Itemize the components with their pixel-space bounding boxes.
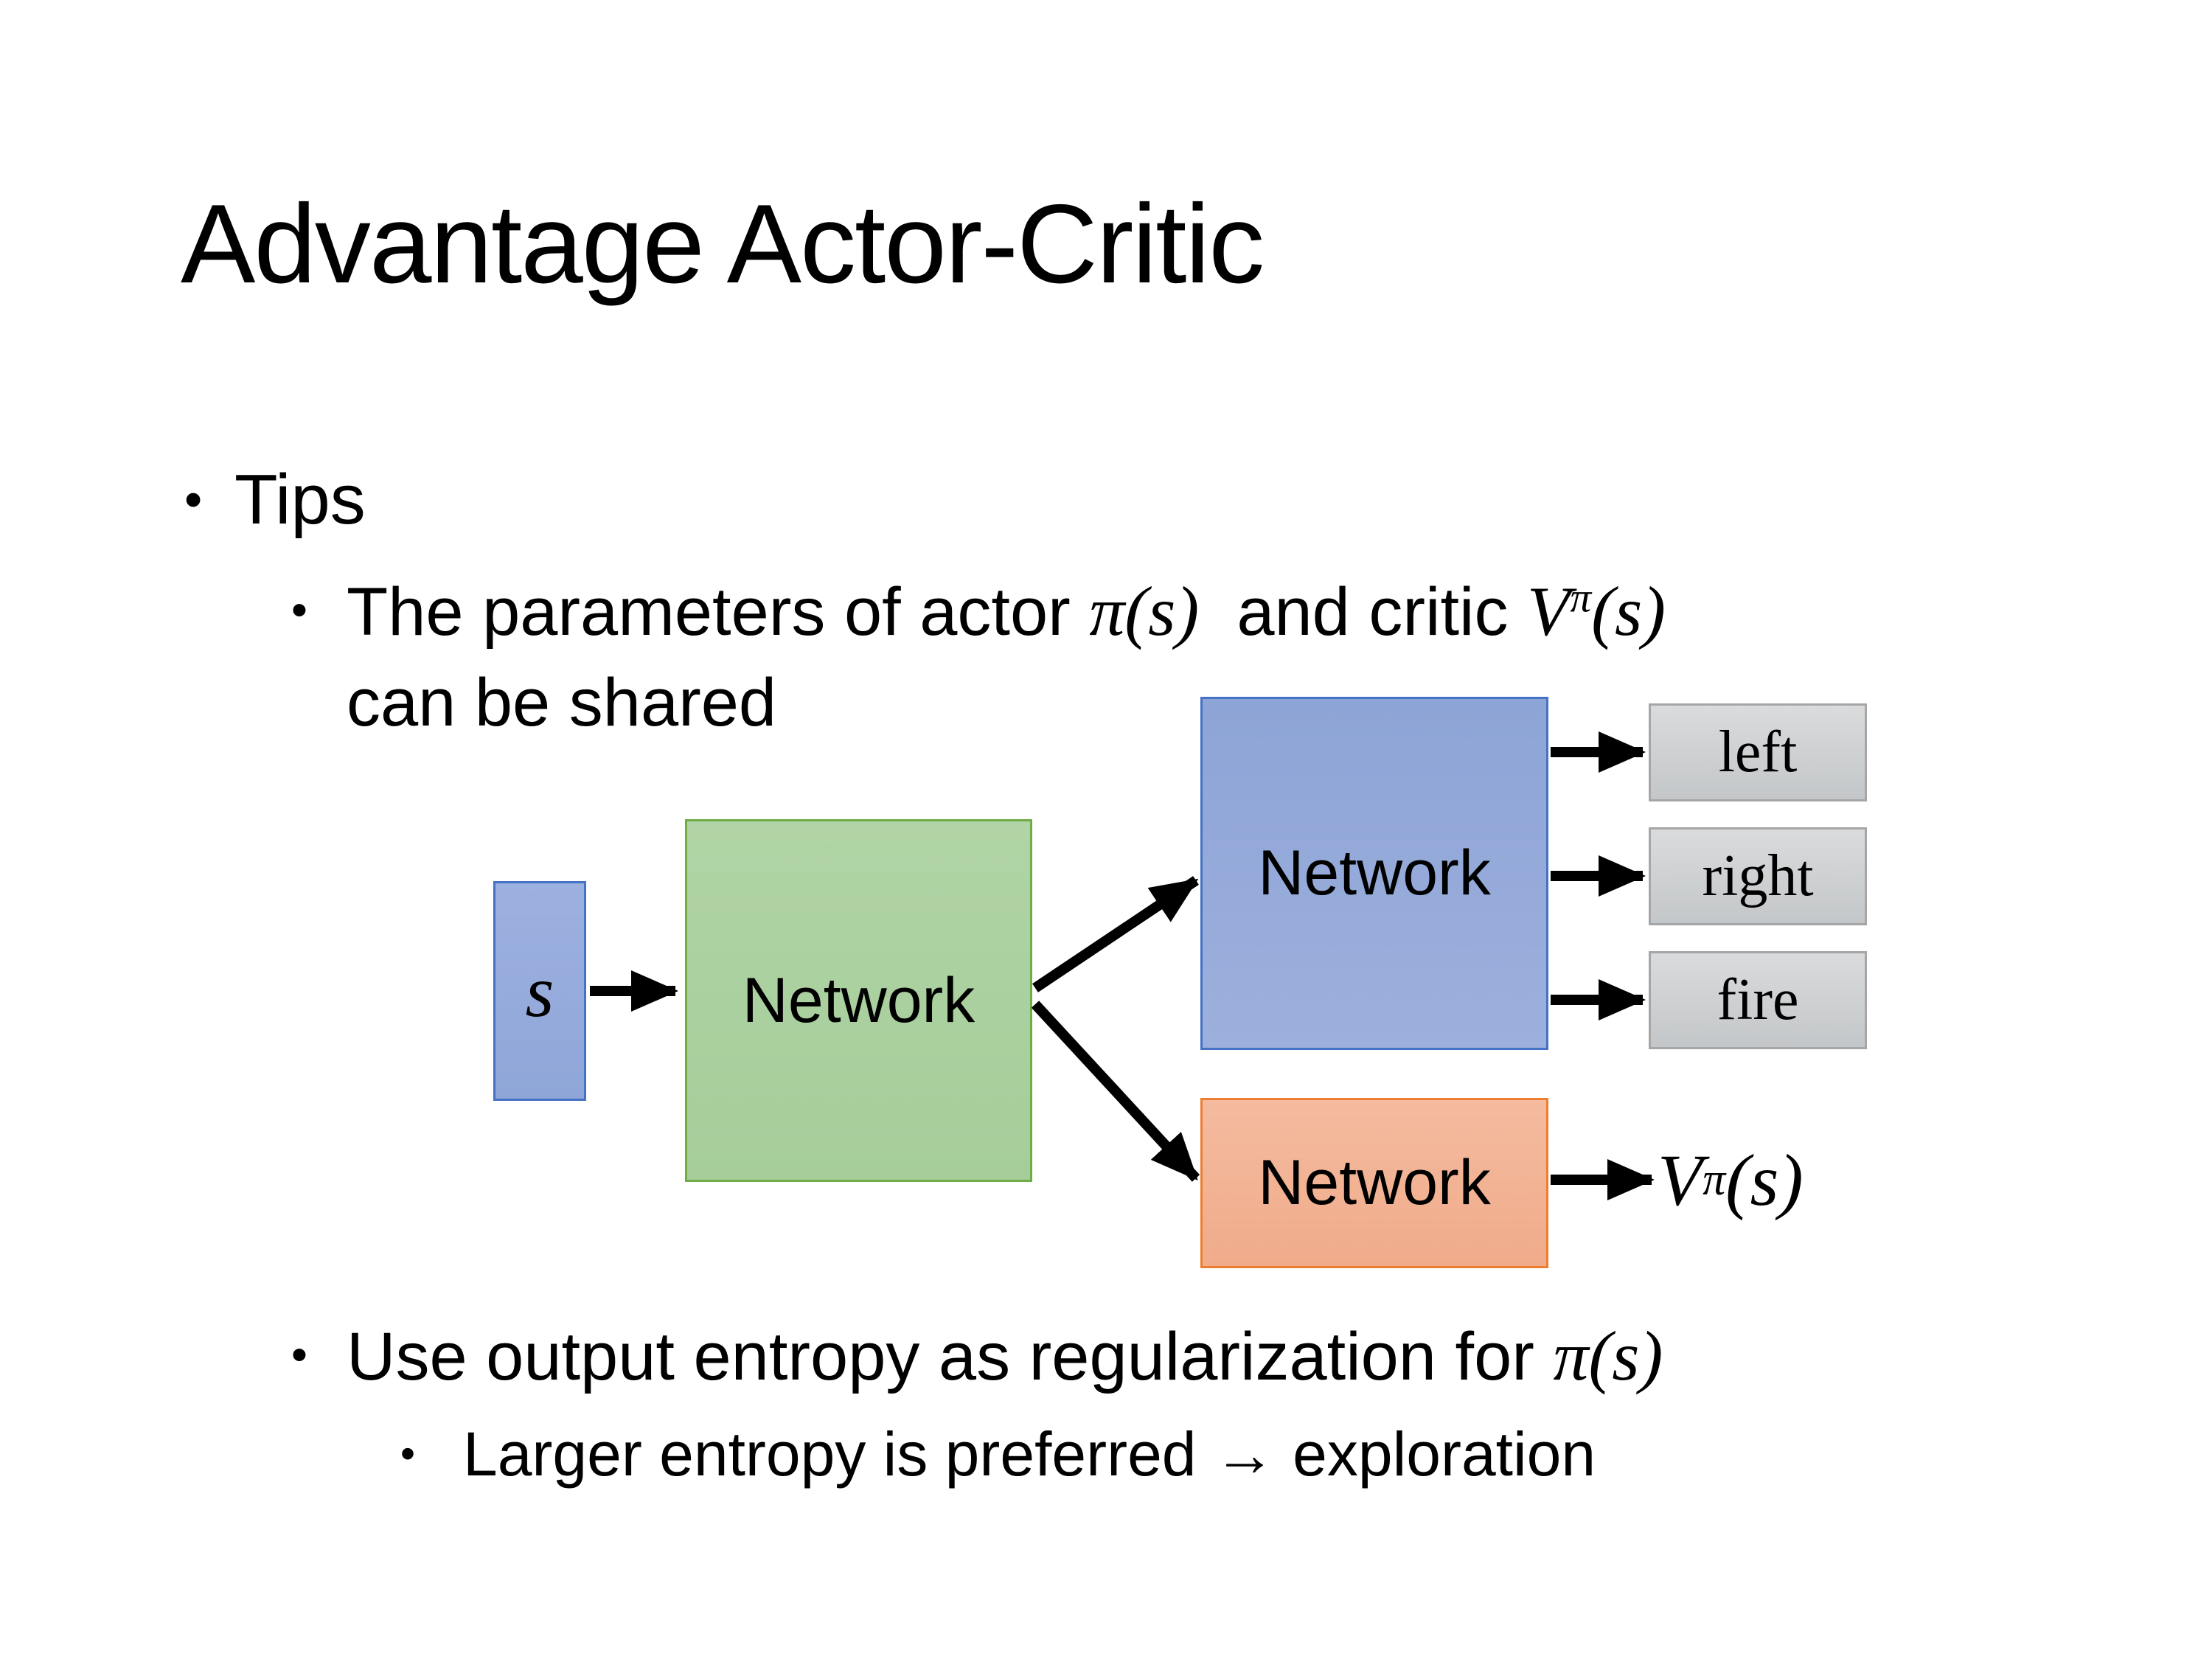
bullet-larger-entropy: • Larger entropy is preferred → explorat… bbox=[400, 1417, 2096, 1492]
value-output-args: (s) bbox=[1725, 1138, 1804, 1221]
arrow-shared-to-critic bbox=[1031, 1001, 1200, 1182]
action-label-fire: fire bbox=[1717, 967, 1799, 1032]
bullet-glyph: • bbox=[291, 584, 307, 636]
action-box-fire: fire bbox=[1649, 951, 1867, 1049]
shared-network-box: Network bbox=[685, 819, 1032, 1182]
bullet-larger-entropy-text: Larger entropy is preferred → exploratio… bbox=[463, 1419, 1596, 1489]
tips-label: Tips bbox=[234, 460, 366, 539]
bullet-entropy-text: Use output entropy as regularization for… bbox=[347, 1314, 1663, 1399]
state-label: s bbox=[525, 950, 554, 1032]
bullet-glyph: • bbox=[184, 470, 203, 528]
bullet-parameters-text-1: The parameters of actor bbox=[347, 574, 1090, 650]
critic-network-label: Network bbox=[1258, 1147, 1491, 1218]
bullet-entropy-text-1: Use output entropy as regularization for bbox=[347, 1319, 1554, 1394]
value-output-base: V bbox=[1658, 1138, 1703, 1221]
policy-math: π(s) bbox=[1553, 1317, 1663, 1395]
bullet-tips: • Tips bbox=[184, 457, 366, 542]
bullet-parameters-shared-line2: can be shared bbox=[347, 665, 777, 740]
state-input-box: s bbox=[493, 881, 586, 1101]
action-label-left: left bbox=[1718, 720, 1798, 785]
bullet-parameters-text-2: and critic bbox=[1199, 574, 1528, 650]
actor-policy-math: π(s) bbox=[1089, 572, 1200, 650]
actor-network-label: Network bbox=[1258, 838, 1491, 908]
actor-network-box: Network bbox=[1200, 697, 1548, 1050]
action-box-right: right bbox=[1649, 827, 1867, 925]
critic-network-box: Network bbox=[1200, 1098, 1548, 1268]
bullet-parameters-shared: • The parameters of actor π(s) and criti… bbox=[291, 569, 2061, 654]
critic-value-math-args: (s) bbox=[1591, 572, 1666, 650]
bullet-glyph: • bbox=[400, 1430, 415, 1478]
action-box-left: left bbox=[1649, 703, 1867, 801]
bullet-parameters-text: The parameters of actor π(s) and critic … bbox=[347, 569, 1666, 654]
critic-value-math-sup: π bbox=[1570, 574, 1592, 622]
slide-title: Advantage Actor-Critic bbox=[181, 181, 1265, 307]
bullet-glyph: • bbox=[291, 1329, 307, 1380]
arrow-shared-to-actor bbox=[1032, 876, 1199, 992]
action-label-right: right bbox=[1702, 844, 1814, 908]
shared-network-label: Network bbox=[742, 964, 975, 1036]
bullet-entropy-regularization: • Use output entropy as regularization f… bbox=[291, 1314, 2061, 1399]
critic-value-math-base: V bbox=[1527, 572, 1571, 650]
